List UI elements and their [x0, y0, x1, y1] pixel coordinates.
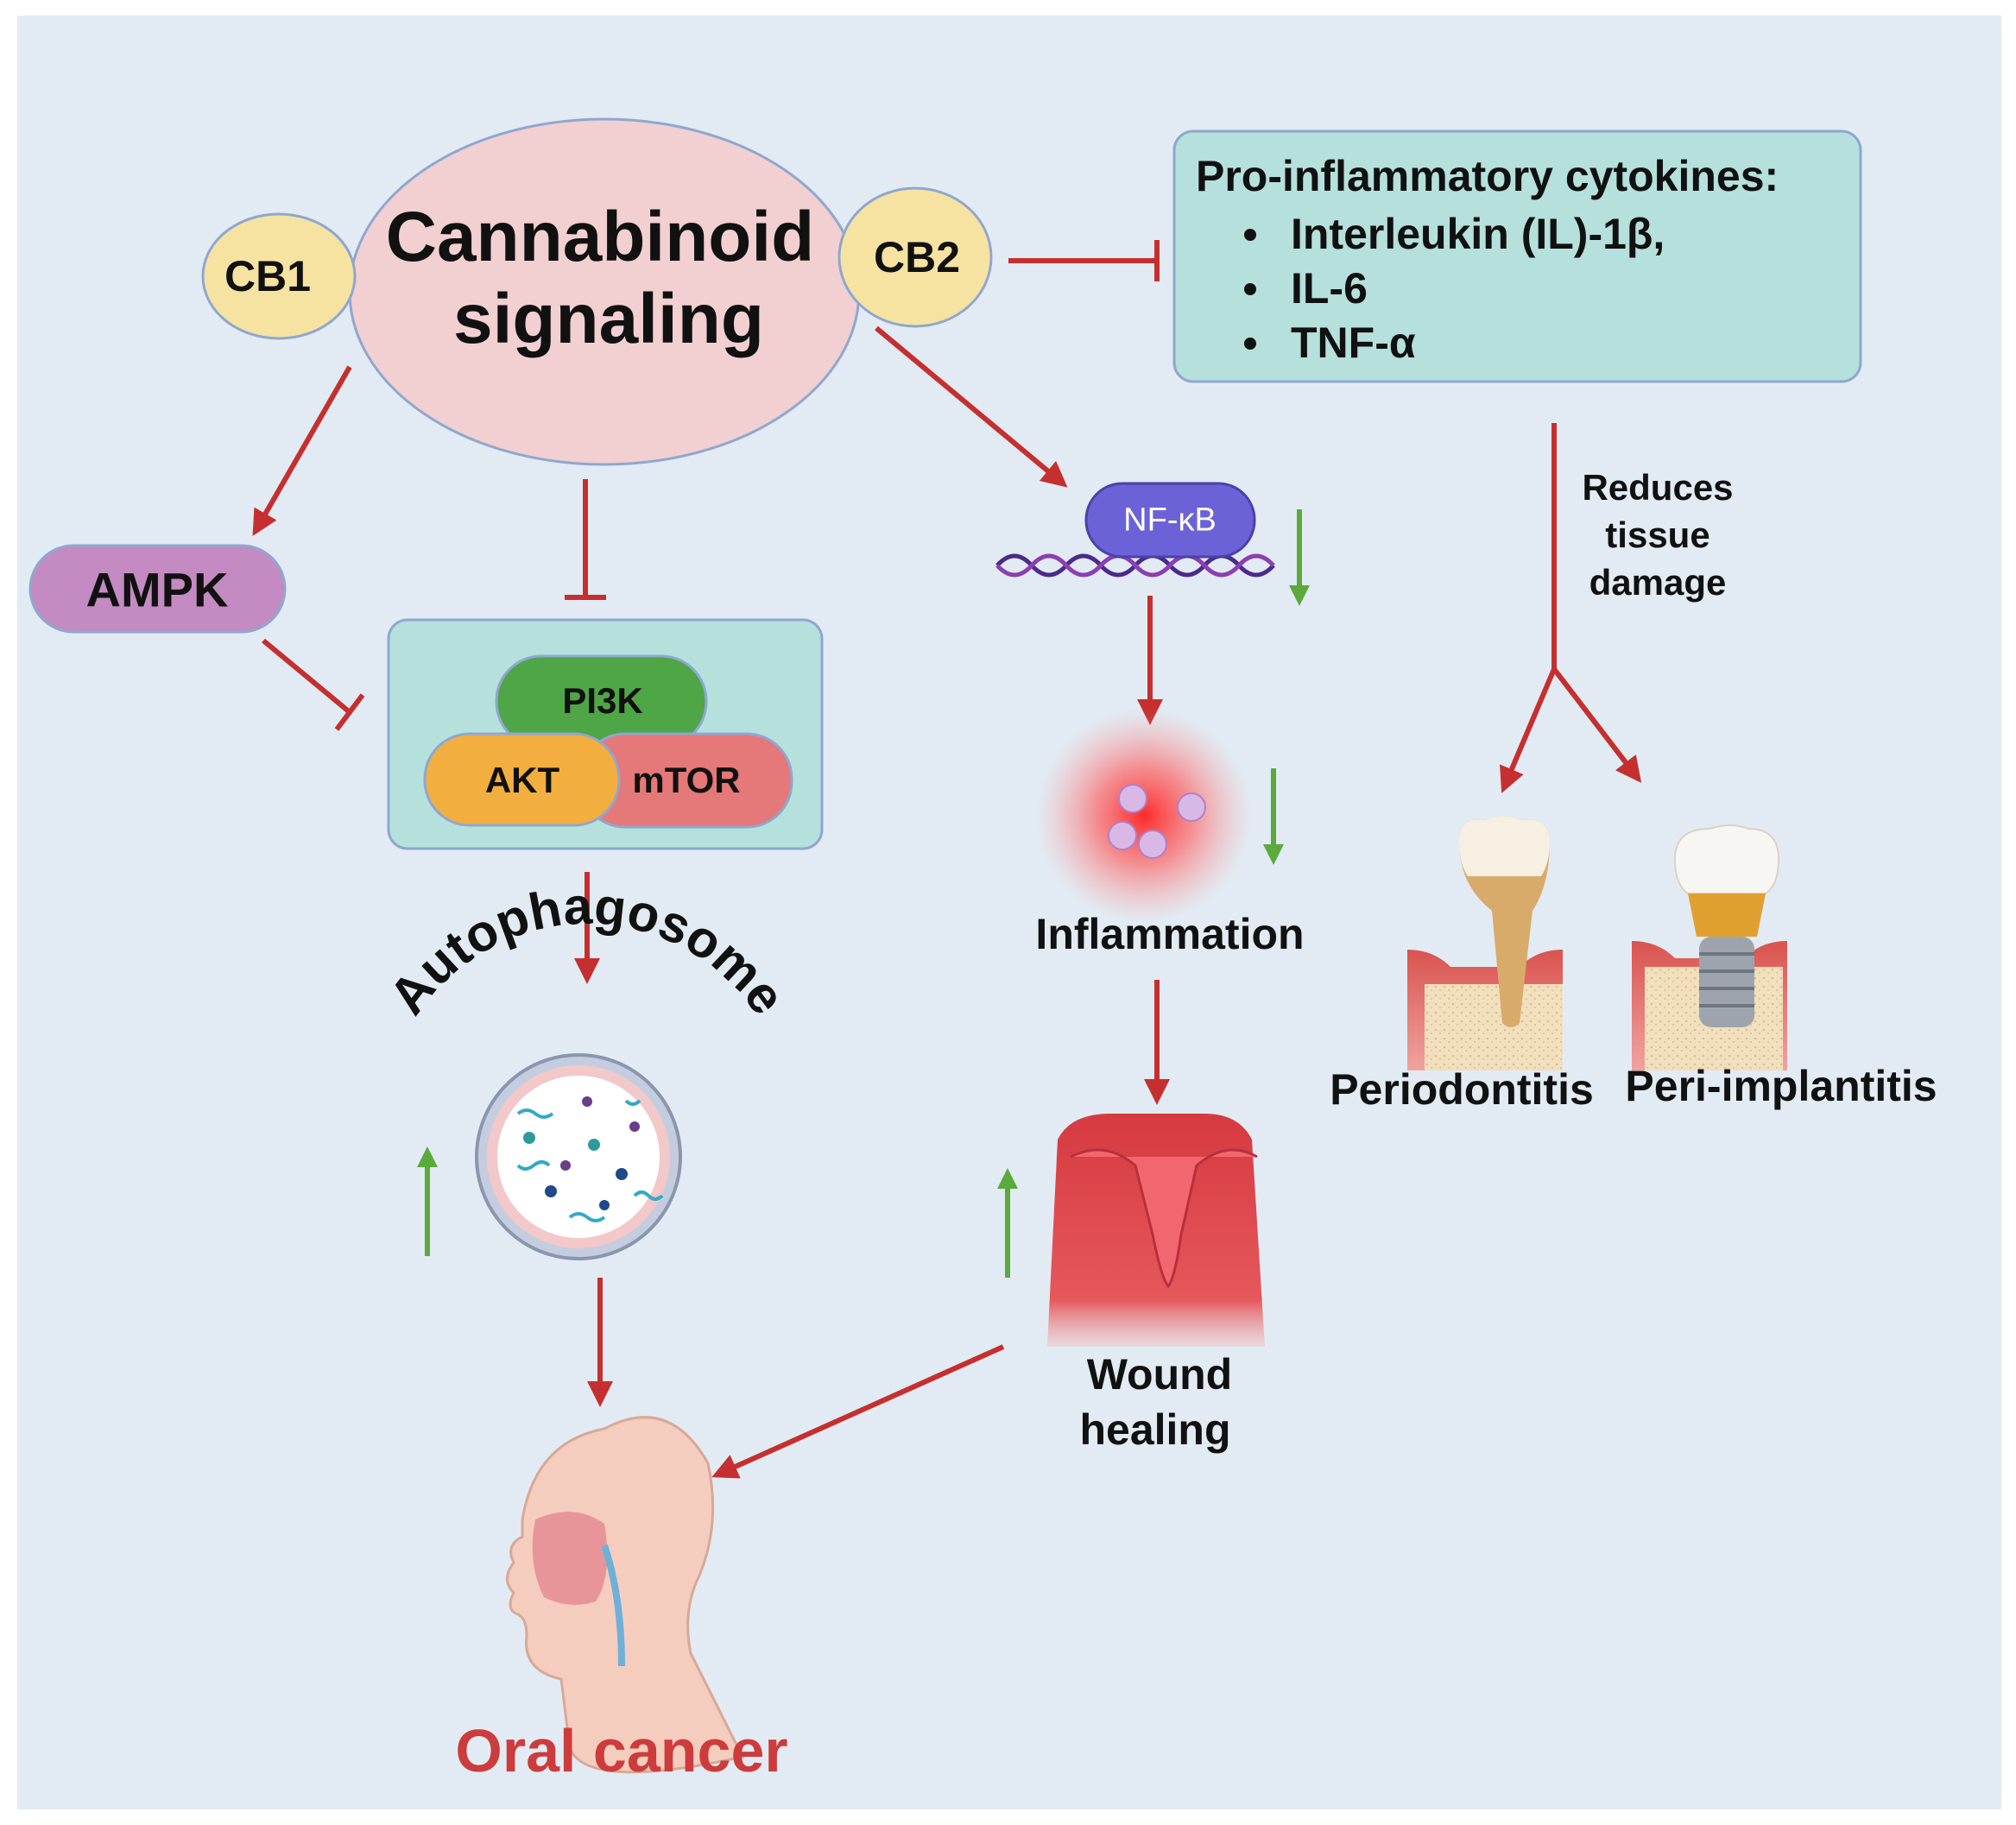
bullet-icon [1244, 283, 1256, 295]
periodontitis-label: Periodontitis [1330, 1065, 1594, 1114]
arrow-to-peri-implantitis [1551, 667, 1642, 783]
oral-cancer-label: Oral cancer [455, 1717, 788, 1784]
wound-tissue-icon [1047, 1114, 1265, 1347]
cytokine-heading: Pro-inflammatory cytokines: [1196, 152, 1779, 200]
arrow-to-periodontitis [1500, 667, 1557, 793]
reduces-line3: damage [1589, 562, 1727, 603]
cytokine-item: Interleukin (IL)-1β, [1291, 210, 1665, 258]
cb2-label: CB2 [873, 233, 961, 281]
bullet-icon [1244, 229, 1256, 241]
nfkb-label: NF-κB [1123, 502, 1217, 539]
inhibit-ampk-pathway [262, 638, 365, 731]
cb1-label: CB1 [224, 252, 312, 300]
inflammation-label: Inflammation [1035, 910, 1305, 958]
head-profile-icon [506, 1416, 745, 1774]
pi3k-label: PI3K [562, 680, 643, 721]
cb2-receptor [837, 186, 993, 328]
inhibit-hub-pathway [565, 479, 606, 600]
implant-icon [1632, 824, 1787, 1070]
cytokine-box [1172, 129, 1862, 383]
reduces-line2: tissue [1605, 515, 1710, 555]
mtor-label: mTOR [632, 760, 741, 800]
nfkb-pill [1084, 482, 1256, 559]
hub-title-line1: Cannabinoid [385, 198, 815, 276]
dna-strand-icon [995, 553, 1275, 578]
akt-pill [423, 732, 621, 827]
periodontitis-tooth-icon [1407, 816, 1563, 1070]
akt-label: AKT [484, 760, 560, 800]
ampk-pill [28, 544, 287, 634]
ampk-label: AMPK [85, 562, 229, 617]
hub-title-line2: signaling [453, 280, 764, 358]
arrow-cb1-to-ampk [252, 365, 352, 537]
inflammation-icon [1036, 708, 1252, 924]
wound-healing-line2: healing [1079, 1405, 1231, 1454]
cytokine-item: TNF-α [1291, 319, 1416, 367]
inhibit-cb2-cytokines [1008, 240, 1160, 281]
arrow-wound-to-cancer [711, 1344, 1005, 1479]
wound-healing-line1: Wound [1086, 1350, 1233, 1399]
cb1-receptor [201, 212, 357, 340]
reduces-line1: Reduces [1582, 467, 1734, 508]
peri-implantitis-label: Peri-implantitis [1625, 1062, 1937, 1110]
arrow-hub-to-nfkb [875, 325, 1068, 488]
bullet-icon [1244, 338, 1256, 350]
autophagosome-icon [475, 1053, 682, 1260]
cytokine-item: IL-6 [1291, 264, 1368, 313]
